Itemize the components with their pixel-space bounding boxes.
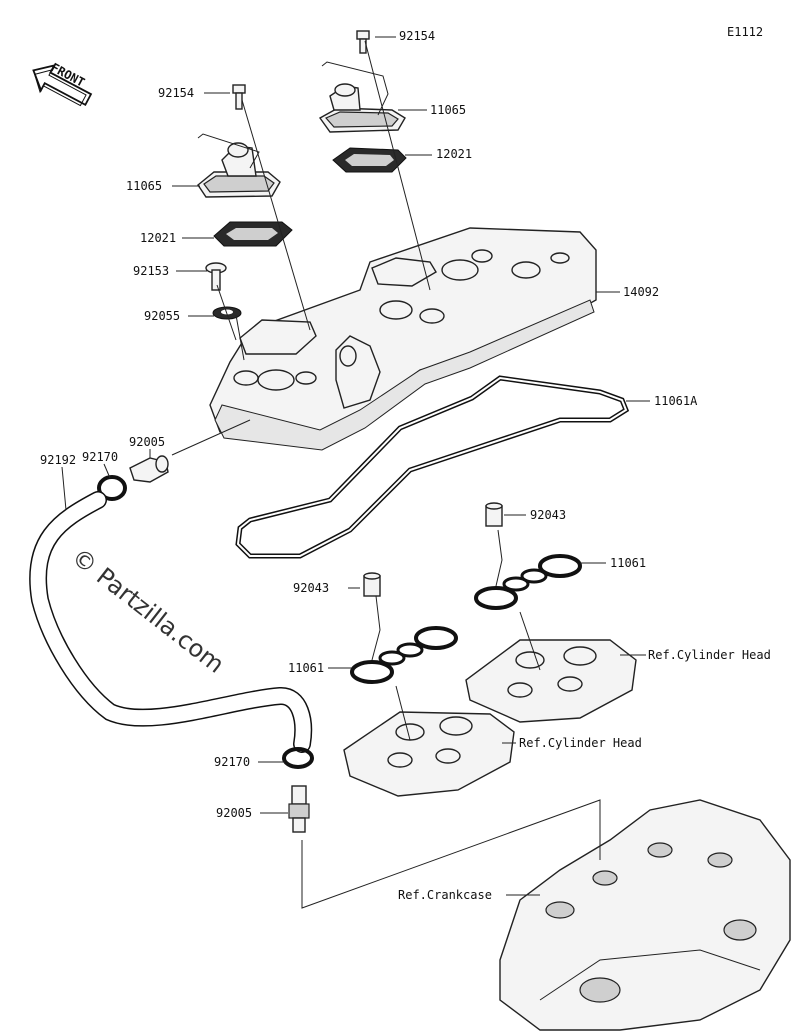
callout-12021-right: 12021 xyxy=(436,147,472,161)
callout-92005-upper: 92005 xyxy=(129,435,165,449)
callout-92005-lower: 92005 xyxy=(216,806,252,820)
callout-92170-upper: 92170 xyxy=(82,450,118,464)
callout-92043-lower: 92043 xyxy=(293,581,329,595)
hose-92192 xyxy=(29,491,313,753)
callout-92055: 92055 xyxy=(144,309,180,323)
callout-11061-lower: 11061 xyxy=(288,661,324,675)
callout-11065-right: 11065 xyxy=(430,103,466,117)
fitting-92005-lower xyxy=(288,785,310,833)
collar-92043-upper xyxy=(485,502,503,527)
leader-lines xyxy=(61,36,650,909)
callout-ref-cylinder-head-upper: Ref.Cylinder Head xyxy=(648,648,771,662)
callout-12021-left: 12021 xyxy=(140,231,176,245)
callout-92192: 92192 xyxy=(40,453,76,467)
collar-92043-lower xyxy=(363,572,381,597)
diagram-code: E1112 xyxy=(727,25,763,39)
callout-11061-upper: 11061 xyxy=(610,556,646,570)
callout-92153: 92153 xyxy=(133,264,169,278)
callout-ref-crankcase: Ref.Crankcase xyxy=(398,888,492,902)
callout-11065-left: 11065 xyxy=(126,179,162,193)
gasket-12021-left xyxy=(213,221,293,247)
gasket-11061-upper xyxy=(474,554,582,610)
clamp-92170-upper xyxy=(97,475,127,501)
clamp-92170-lower xyxy=(282,747,314,769)
fitting-92005-upper xyxy=(129,455,169,483)
cylinder-head-ref-upper xyxy=(465,639,637,723)
breather-cover-11065-right xyxy=(318,83,406,133)
callout-11061A: 11061A xyxy=(654,394,698,408)
bolt-92153 xyxy=(205,262,227,291)
callout-92154-left: 92154 xyxy=(158,86,194,100)
callout-14092: 14092 xyxy=(623,285,659,299)
crankcase-ref xyxy=(499,799,791,1031)
cylinder-head-ref-lower xyxy=(343,711,515,797)
gasket-11061A xyxy=(235,375,630,559)
gasket-11061-lower xyxy=(350,626,458,684)
front-arrow-icon xyxy=(32,64,93,107)
callout-92154-right: 92154 xyxy=(399,29,435,43)
callout-92043-upper: 92043 xyxy=(530,508,566,522)
callout-92170-lower: 92170 xyxy=(214,755,250,769)
cylinder-head-cover-14092 xyxy=(209,227,597,451)
callout-ref-cylinder-head-lower: Ref.Cylinder Head xyxy=(519,736,642,750)
gasket-12021-right xyxy=(332,147,407,173)
breather-cover-11065-left xyxy=(197,142,281,198)
watermark: © Partzilla.com xyxy=(66,543,229,679)
